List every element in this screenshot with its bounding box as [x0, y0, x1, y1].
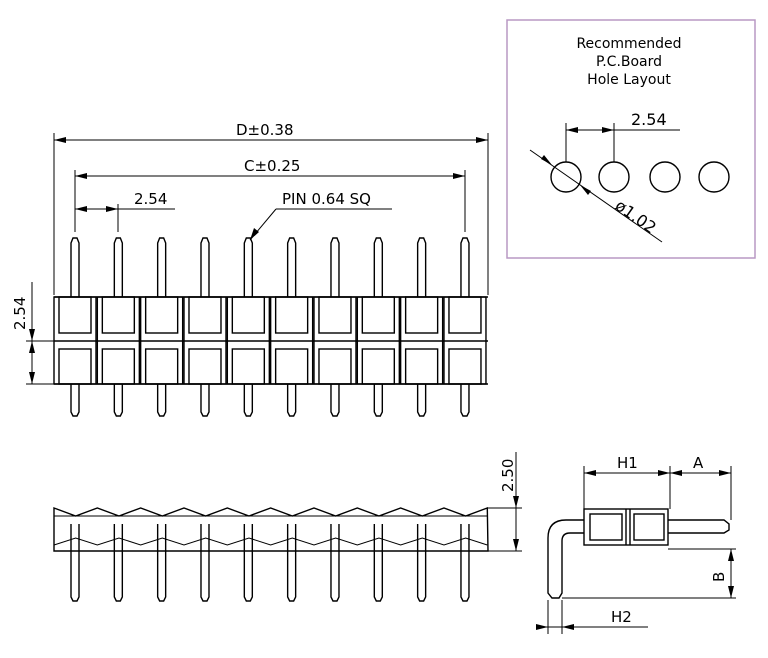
- upper-pin: [200, 237, 210, 297]
- cell-window-top: [188, 296, 222, 334]
- cell-window-top: [144, 296, 179, 334]
- dim-row-pitch-label: 2.54: [11, 297, 29, 330]
- upper-pin: [416, 237, 427, 297]
- lower-pin: [330, 384, 340, 417]
- cell-window-bottom: [404, 348, 439, 385]
- lower-pin: [373, 384, 384, 417]
- cell-window-top: [404, 296, 439, 334]
- dim-b-label: B: [710, 572, 728, 582]
- pcb-layout-box: Recommended P.C.Board Hole Layout 2.54 ø…: [506, 19, 756, 259]
- pcb-hole: [698, 161, 730, 193]
- cell-window-bottom: [448, 348, 482, 385]
- lower-pin: [113, 384, 124, 417]
- top-pins: [53, 506, 489, 602]
- dim-c-label: C±0.25: [244, 157, 300, 175]
- lower-pin: [156, 384, 167, 417]
- header-pin: [70, 524, 80, 602]
- layout-holes: [550, 161, 730, 193]
- layout-title-line2: P.C.Board: [596, 54, 662, 70]
- upper-pin: [330, 237, 340, 297]
- cell-window-bottom: [188, 348, 222, 385]
- lower-pin: [243, 384, 254, 417]
- pin-note-label: PIN 0.64 SQ: [282, 190, 371, 208]
- layout-dim-hole-label: ø1.02: [612, 196, 660, 238]
- header-pin: [416, 524, 427, 602]
- dim-height-label: 2.50: [499, 459, 517, 492]
- header-pin: [373, 524, 384, 602]
- cell-window-top: [448, 296, 482, 334]
- dim-h2-label: H2: [611, 608, 632, 626]
- upper-pin: [113, 237, 124, 297]
- cell-window-bottom: [361, 348, 396, 385]
- header-bottom-chamfer: [53, 537, 488, 546]
- cell-window-top: [231, 296, 266, 334]
- pcb-hole: [598, 161, 630, 193]
- cell-window-bottom: [144, 348, 179, 385]
- front-view: D±0.38 C±0.25 2.54 PIN 0.64 SQ 2.54: [11, 121, 489, 417]
- header-pin: [113, 524, 124, 602]
- cell-window-top: [361, 296, 396, 334]
- upper-pin: [243, 237, 254, 297]
- cell-window-top: [274, 296, 309, 334]
- dim-d-label: D±0.38: [236, 121, 294, 139]
- header-pin: [286, 524, 297, 602]
- header-body-outline: [53, 506, 489, 552]
- lower-pin: [200, 384, 210, 417]
- front-pins: [53, 237, 488, 417]
- lower-pin: [460, 384, 470, 417]
- layout-title-line1: Recommended: [576, 36, 681, 52]
- cell-window-bottom: [274, 348, 309, 385]
- header-pin: [156, 524, 167, 602]
- cell-window-top: [58, 296, 92, 334]
- upper-pin: [460, 237, 470, 297]
- upper-pin: [156, 237, 167, 297]
- layout-title-line3: Hole Layout: [587, 72, 671, 88]
- top-view: 2.50: [53, 452, 522, 602]
- upper-pin: [373, 237, 384, 297]
- cell-window-bottom: [101, 348, 136, 385]
- layout-dim-pitch-label: 2.54: [631, 110, 667, 129]
- upper-pin: [70, 237, 80, 297]
- header-pin: [243, 524, 254, 602]
- cell-window-bottom: [58, 348, 92, 385]
- lower-pin: [416, 384, 427, 417]
- cell-window-bottom: [231, 348, 266, 385]
- dim-pitch-label: 2.54: [134, 190, 167, 208]
- pcb-hole: [550, 161, 582, 193]
- header-pin: [460, 524, 470, 602]
- lower-pin: [70, 384, 80, 417]
- dim-a-label: A: [693, 454, 704, 472]
- cell-window-bottom: [318, 348, 352, 385]
- lower-pin: [286, 384, 297, 417]
- header-pin: [330, 524, 340, 602]
- cell-window-top: [318, 296, 352, 334]
- side-view: H1 A B H2: [536, 454, 736, 634]
- pcb-hole: [649, 161, 681, 193]
- dim-h1-label: H1: [617, 454, 638, 472]
- header-pin: [200, 524, 210, 602]
- cell-window-top: [101, 296, 136, 334]
- upper-pin: [286, 237, 297, 297]
